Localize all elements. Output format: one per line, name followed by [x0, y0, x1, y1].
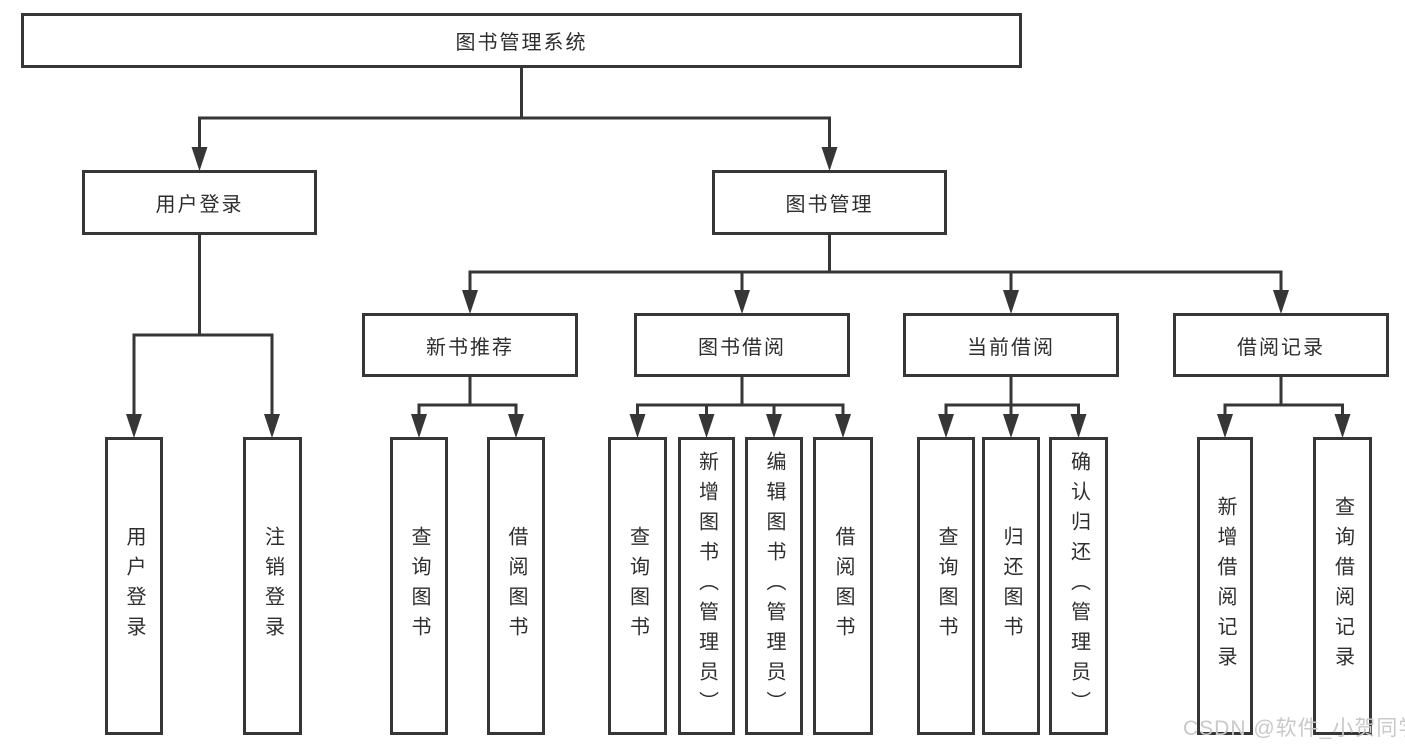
watermark: CSDN @软件_小贺同学	[1183, 717, 1405, 740]
node-book-management: 图书管理	[712, 170, 947, 235]
arrow-down-icon	[629, 414, 646, 438]
leaf-query-books-current: 查询图书	[917, 437, 975, 735]
arrow-down-icon	[766, 414, 782, 438]
node-current-borrowing: 当前借阅	[903, 313, 1119, 377]
arrow-down-icon	[126, 414, 142, 438]
arrow-down-icon	[411, 414, 427, 438]
node-new-book-recommend: 新书推荐	[362, 313, 578, 377]
node-user-login: 用户登录	[82, 170, 317, 235]
arrow-down-icon	[1003, 290, 1019, 314]
leaf-query-books-borrowing: 查询图书	[608, 437, 667, 735]
leaf-user-login: 用户登录	[105, 437, 163, 735]
leaf-query-books-recommend: 查询图书	[390, 437, 448, 735]
leaf-edit-book-admin: 编辑图书（管理员）	[745, 437, 803, 735]
arrow-down-icon	[1070, 414, 1087, 438]
node-borrow-records: 借阅记录	[1173, 313, 1389, 377]
arrow-down-icon	[1003, 414, 1019, 438]
arrow-down-icon	[462, 290, 478, 314]
leaf-add-book-admin: 新增图书（管理员）	[678, 437, 735, 735]
arrow-down-icon	[821, 147, 838, 171]
node-library-management-system: 图书管理系统	[21, 13, 1022, 68]
leaf-borrow-books-recommend: 借阅图书	[487, 437, 545, 735]
arrow-down-icon	[698, 414, 715, 438]
leaf-return-books: 归还图书	[982, 437, 1040, 735]
arrow-down-icon	[1334, 414, 1351, 438]
arrow-down-icon	[508, 414, 524, 438]
arrow-down-icon	[835, 414, 851, 438]
arrow-down-icon	[1217, 414, 1233, 438]
arrow-down-icon	[264, 414, 280, 438]
arrowhead-icons	[126, 147, 1351, 438]
arrow-down-icon	[191, 147, 208, 171]
leaf-logout: 注销登录	[243, 437, 302, 735]
leaf-borrow-books-borrowing: 借阅图书	[813, 437, 873, 735]
arrow-down-icon	[938, 414, 954, 438]
arrow-down-icon	[734, 290, 750, 314]
leaf-add-borrow-record: 新增借阅记录	[1197, 437, 1253, 735]
arrow-down-icon	[1273, 290, 1289, 314]
leaf-query-borrow-record: 查询借阅记录	[1313, 437, 1372, 735]
leaf-confirm-return-admin: 确认归还（管理员）	[1049, 437, 1108, 735]
node-book-borrowing: 图书借阅	[634, 313, 850, 377]
